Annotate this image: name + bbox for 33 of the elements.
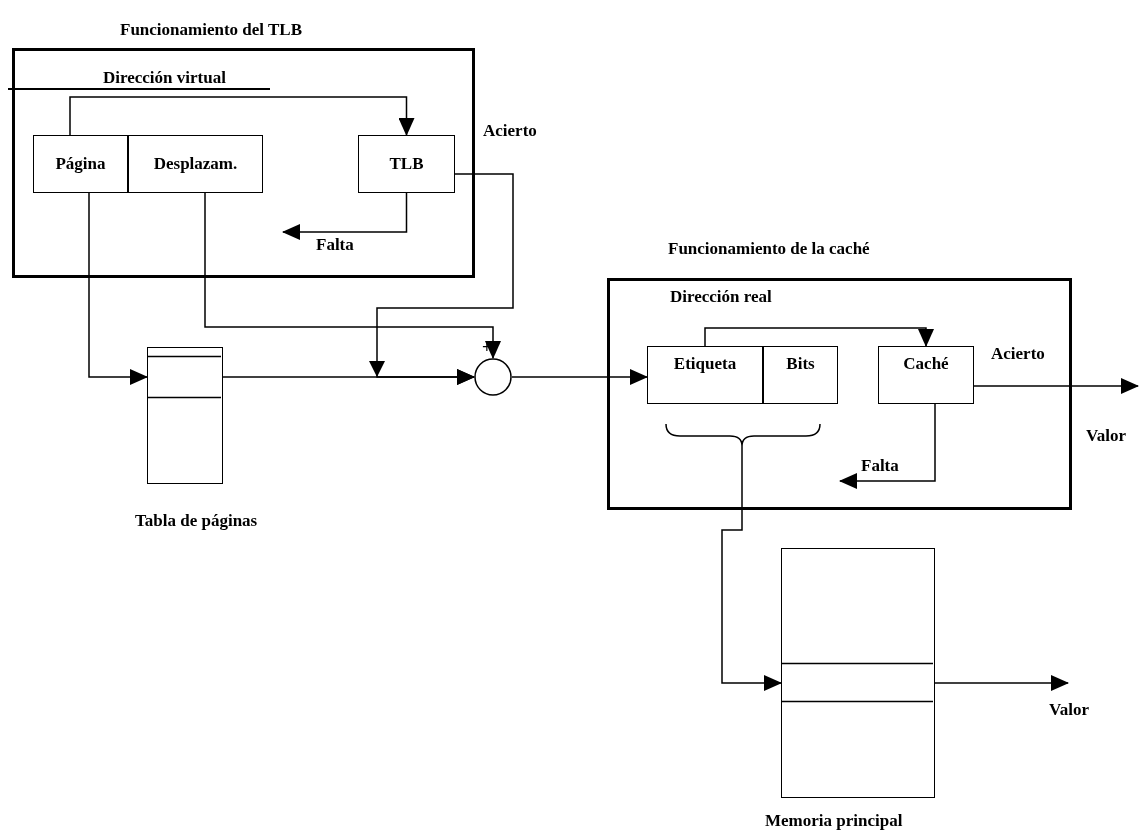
- lookup-box: [878, 346, 974, 404]
- arrow: [88, 192, 148, 385]
- node-label: Memoria principal: [765, 812, 903, 831]
- output-label: Valor: [1086, 427, 1126, 446]
- field-label: TLB: [389, 154, 424, 174]
- lookup-box: [358, 135, 455, 193]
- frame-title: Funcionamiento del TLB: [120, 21, 302, 40]
- field-label: Página: [55, 154, 106, 174]
- field-box: [647, 346, 763, 404]
- adder-circle: [474, 358, 512, 396]
- arrow: [282, 192, 408, 240]
- table-stack: [147, 347, 223, 484]
- arrow: [511, 369, 648, 385]
- field-label: Desplazam.: [153, 154, 238, 174]
- arrow: [973, 378, 1139, 394]
- field-label: Etiqueta: [673, 355, 737, 374]
- frame-subtitle: Dirección virtual: [103, 69, 226, 88]
- frame-title: Funcionamiento de la caché: [668, 240, 870, 259]
- arrow: [204, 192, 501, 359]
- arrow: [69, 96, 415, 136]
- brace-connector: [665, 423, 821, 691]
- field-box: [128, 135, 263, 193]
- arrow: [222, 369, 475, 385]
- field-label: Caché: [903, 355, 949, 374]
- field-box: [33, 135, 128, 193]
- node-label: Tabla de páginas: [135, 512, 258, 531]
- arrow: [934, 675, 1069, 691]
- frame-subtitle: Dirección real: [670, 288, 772, 307]
- field-box: [763, 346, 838, 404]
- memory-stack: [781, 548, 935, 798]
- arrow: [704, 327, 934, 347]
- arrow: [839, 403, 936, 489]
- field-label: Bits: [786, 355, 815, 374]
